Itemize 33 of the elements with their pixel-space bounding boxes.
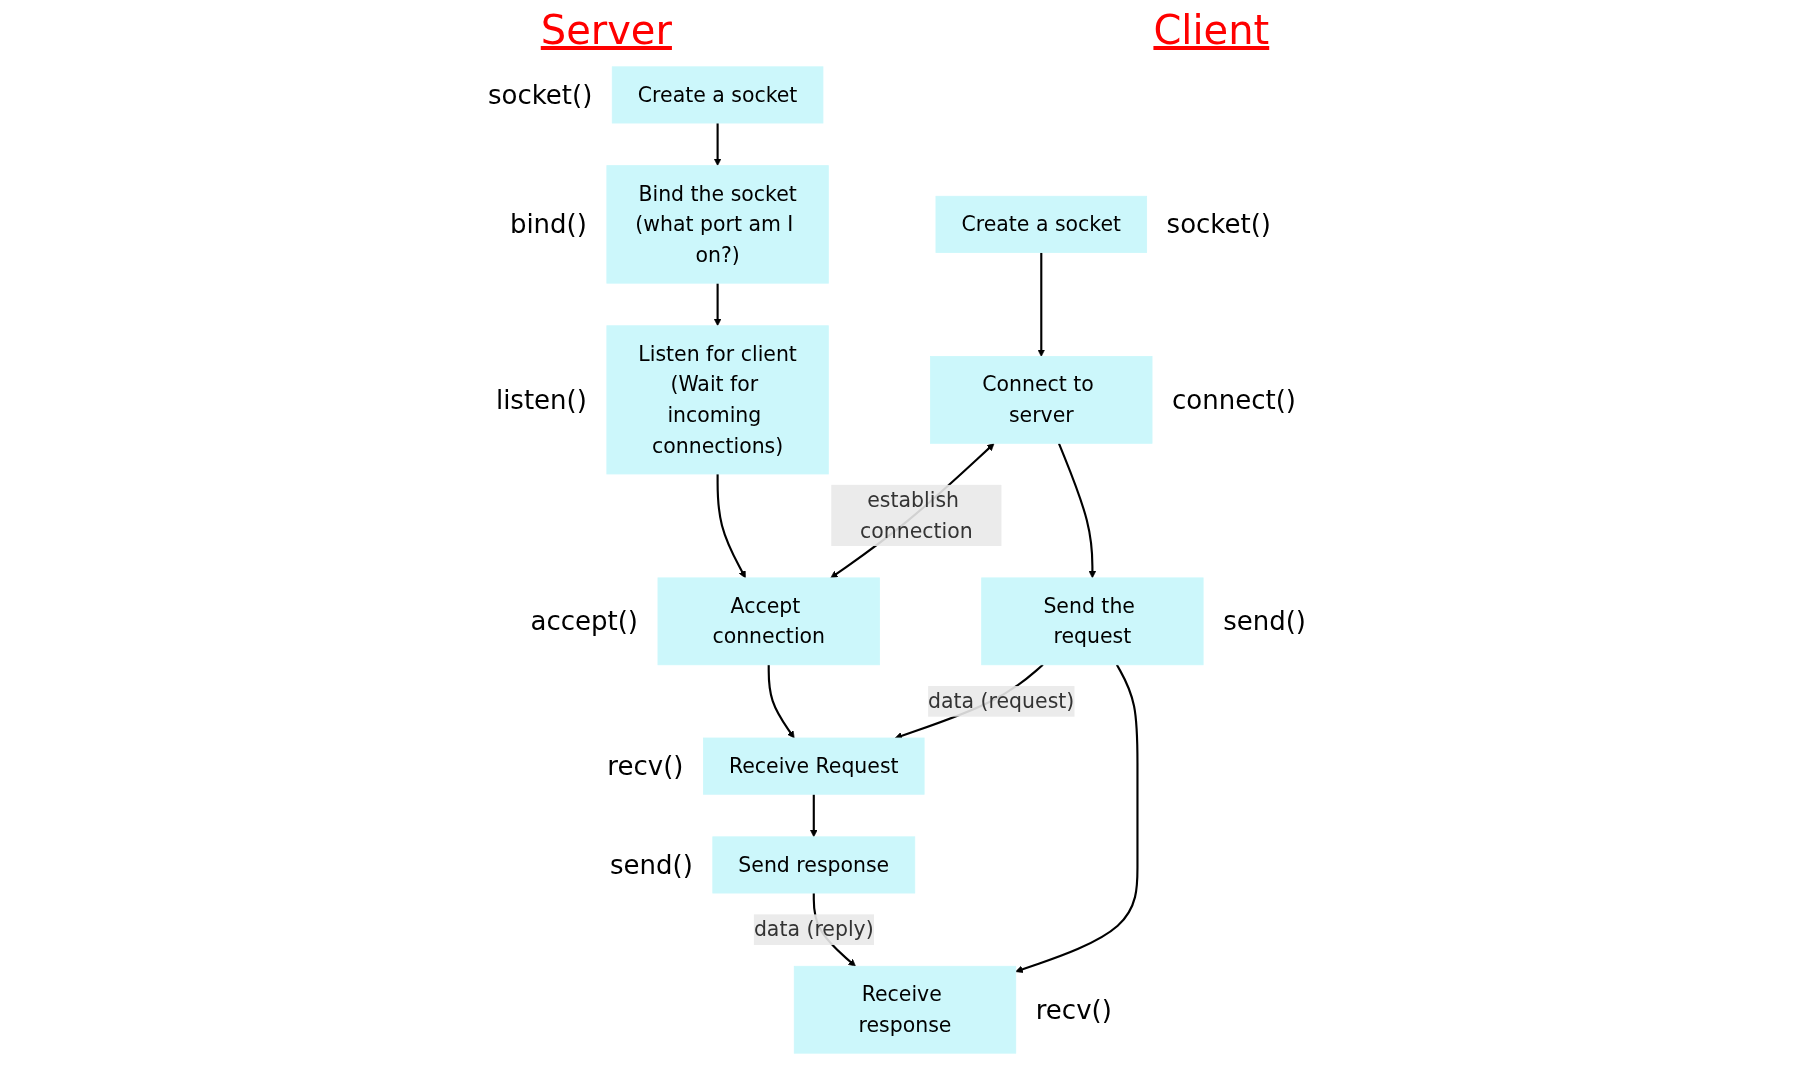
- node-box: Receive response: [793, 965, 1017, 1054]
- function-name: socket(): [1166, 209, 1271, 240]
- function-name: connect(): [1172, 384, 1296, 415]
- node-box: Receive Request: [703, 737, 925, 795]
- edge-label: data (request): [928, 689, 1075, 714]
- edge-label: establish connection: [860, 488, 973, 543]
- node-box: Bind the socket (what port am I on?): [606, 165, 829, 284]
- arrow: [713, 123, 722, 166]
- arrow: [716, 473, 746, 579]
- function-name: listen(): [495, 384, 587, 415]
- function-name: accept(): [530, 606, 638, 637]
- function-name: recv(): [1035, 994, 1112, 1025]
- arrow: [1057, 442, 1097, 579]
- column-heading: Client: [1153, 7, 1270, 53]
- function-name: socket(): [487, 79, 593, 110]
- edge-label: data (reply): [753, 917, 874, 942]
- arrow: [810, 794, 818, 838]
- function-name: send(): [610, 849, 693, 880]
- arrow: [1015, 664, 1139, 973]
- node-box: Send the request: [981, 577, 1204, 666]
- column-heading: Server: [540, 7, 672, 53]
- arrow: [713, 283, 722, 327]
- function-name: recv(): [607, 751, 684, 782]
- function-name: send(): [1223, 606, 1306, 637]
- node-box: Create a socket: [611, 66, 824, 124]
- arrow: [1037, 252, 1046, 357]
- node-box: Create a socket: [935, 195, 1148, 253]
- node-box: Connect to server: [930, 356, 1153, 444]
- node-box: Send response: [712, 836, 916, 894]
- function-name: bind(): [509, 209, 587, 240]
- node-box: Accept connection: [657, 577, 880, 666]
- arrow: [767, 664, 795, 739]
- node-box: Listen for client (Wait for incoming connections): [606, 325, 829, 475]
